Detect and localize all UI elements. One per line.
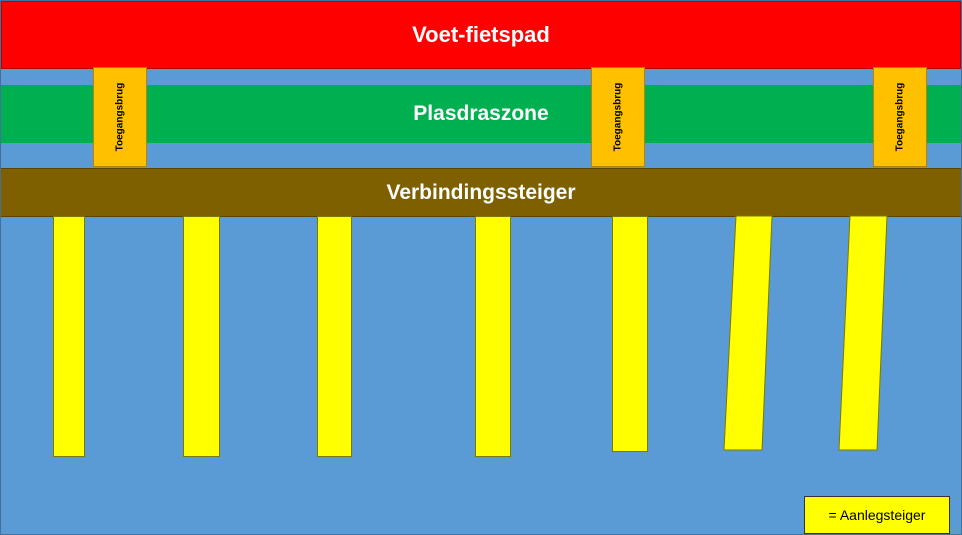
access-bridge-3: Toegangsbrug xyxy=(873,67,927,167)
footpath-cyclepath-band: Voet-fietspad xyxy=(1,1,961,69)
jetty-6 xyxy=(723,215,773,451)
access-bridge-1: Toegangsbrug xyxy=(93,67,147,167)
connecting-boardwalk-band: Verbindingssteiger xyxy=(1,168,961,217)
jetty-4 xyxy=(475,216,511,457)
jetty-3 xyxy=(317,216,352,457)
connecting-boardwalk-label: Verbindingssteiger xyxy=(386,180,576,204)
wetland-zone-label: Plasdraszone xyxy=(413,102,549,125)
wetland-zone-band: Plasdraszone xyxy=(1,85,961,143)
access-bridge-2: Toegangsbrug xyxy=(591,67,645,167)
legend-label: = Aanlegsteiger xyxy=(828,507,926,523)
jetty-7 xyxy=(838,215,888,451)
jetty-5 xyxy=(612,216,648,452)
jetty-1 xyxy=(53,216,85,457)
jetty-2 xyxy=(183,216,220,457)
footpath-cyclepath-label: Voet-fietspad xyxy=(412,22,550,47)
legend-box: = Aanlegsteiger xyxy=(804,496,950,534)
